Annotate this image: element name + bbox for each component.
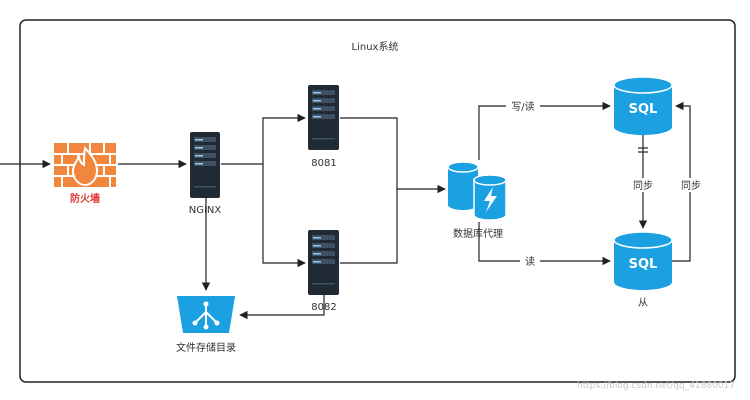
firewall-label: 防火墙 <box>70 192 100 205</box>
edge-proxy-to-master <box>478 101 611 160</box>
slave-db-label: 从 <box>638 298 648 309</box>
edge-8082-to-proxy <box>340 189 398 264</box>
database-proxy-icon <box>447 161 507 221</box>
server-8082-icon <box>308 230 339 295</box>
nginx-label: NGINX <box>189 205 222 216</box>
edge-label-write-read: 写/读 <box>511 100 534 113</box>
slave-db-text: SQL <box>629 257 658 272</box>
master-db-icon <box>613 76 673 135</box>
file-storage-label: 文件存储目录 <box>176 341 236 354</box>
edge-proxy-to-slave <box>478 222 611 266</box>
master-db-text: SQL <box>629 102 658 117</box>
linux-system-boundary <box>19 19 736 383</box>
edges <box>0 101 691 320</box>
database-proxy-label: 数据库代理 <box>453 227 503 240</box>
server-8082-label: 8082 <box>311 302 336 313</box>
file-storage-icon <box>177 296 235 333</box>
watermark: https://blog.csdn.net/qq_41880017 <box>577 381 735 391</box>
edge-nginx-to-8082 <box>262 164 306 268</box>
edge-label-read: 读 <box>525 255 535 268</box>
slave-db-icon <box>613 231 673 290</box>
edge-label-sync-up: 同步 <box>681 180 701 192</box>
nginx-server-icon <box>190 132 220 198</box>
edge-8081-to-proxy <box>340 117 446 194</box>
linux-system-title: Linux系统 <box>352 40 399 53</box>
edge-8082-to-storage <box>239 295 325 320</box>
server-8081-icon <box>308 85 339 150</box>
edge-label-sync-down: 同步 <box>633 180 653 192</box>
server-8081-label: 8081 <box>311 158 336 169</box>
firewall-icon <box>54 143 116 187</box>
edge-nginx-to-8081 <box>221 113 306 165</box>
